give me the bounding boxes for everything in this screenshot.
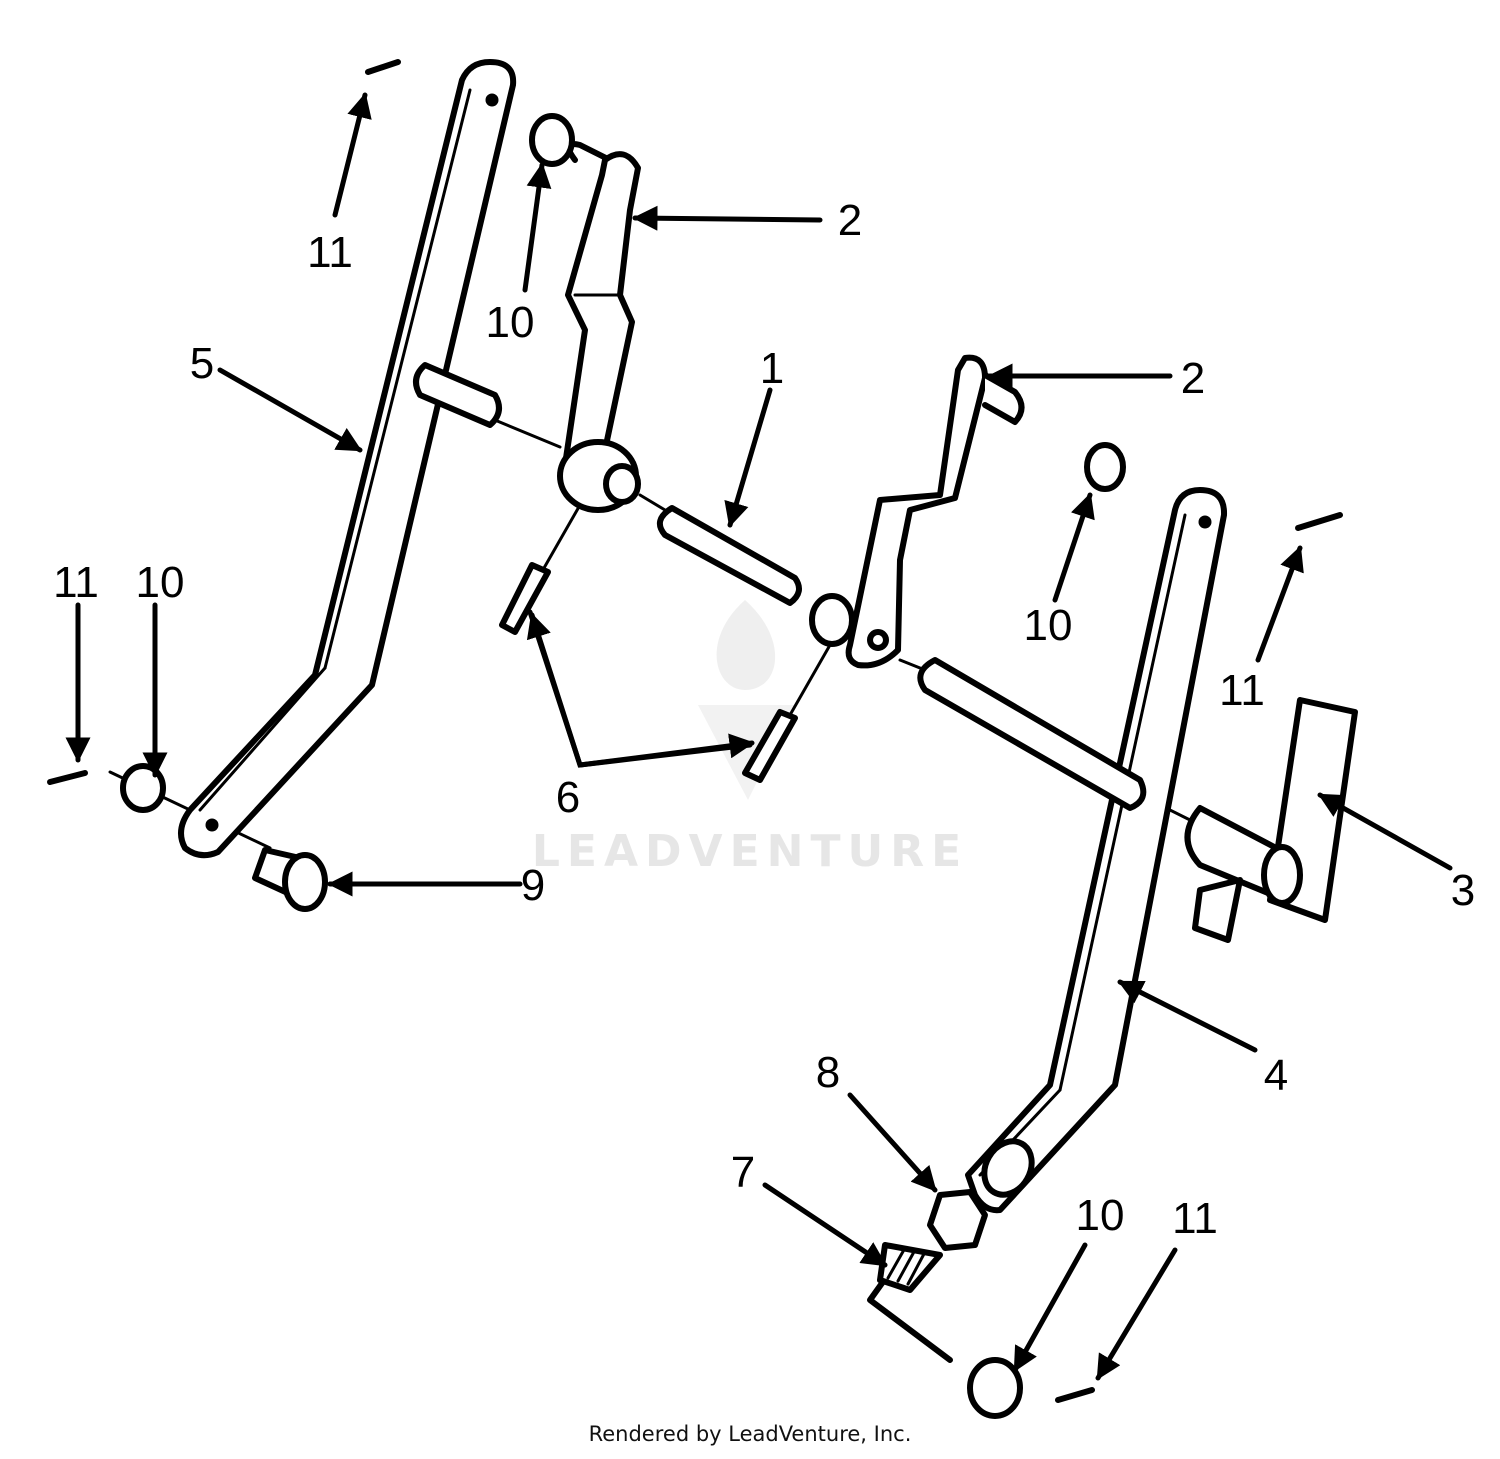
part-8-nut [927, 1189, 988, 1251]
long-cross-rod [917, 657, 1147, 811]
washer-top [529, 113, 575, 167]
part-2-crank-lever-lower [809, 354, 1025, 669]
callout-11-bottom: 11 [1172, 1194, 1218, 1243]
callout-5: 5 [190, 339, 214, 388]
washer-bottom [967, 1357, 1023, 1419]
short-cross-rod [413, 362, 502, 428]
part-2-crank-lever-upper [557, 141, 641, 513]
leadventure-watermark: LEADVENTURE [532, 600, 968, 877]
part-9-clevis-pin [252, 847, 328, 912]
cotter-top [365, 59, 401, 75]
callout-10-bottom: 10 [1076, 1191, 1125, 1240]
callout-labels: 11 10 2 5 1 2 10 11 3 11 10 6 9 4 8 7 10… [53, 196, 1475, 1243]
callout-6: 6 [556, 773, 580, 822]
callout-11-top: 11 [307, 228, 353, 277]
callout-2-upper: 2 [838, 196, 862, 245]
callout-10-right: 10 [1024, 601, 1073, 650]
washer-right [1084, 442, 1126, 492]
part-7-latch-rod [867, 1242, 953, 1363]
callout-9: 9 [521, 861, 545, 910]
watermark-text: LEADVENTURE [532, 826, 968, 877]
part-11-cotter-pins [47, 59, 1343, 1403]
part-4-right-lift-arm [965, 487, 1228, 1214]
cotter-right [1295, 512, 1343, 531]
part-3-tee-block [1184, 697, 1358, 943]
callout-8: 8 [816, 1048, 840, 1097]
rendered-by-credit: Rendered by LeadVenture, Inc. [588, 1422, 912, 1446]
cotter-bottom [1055, 1387, 1095, 1403]
callout-7: 7 [731, 1148, 755, 1197]
part-1-cross-rod [656, 505, 802, 606]
callout-2-lower: 2 [1181, 354, 1205, 403]
cotter-left [47, 770, 88, 785]
leader-arrows [65, 92, 1453, 1381]
callout-3: 3 [1451, 866, 1475, 915]
callout-11-left: 11 [53, 558, 99, 607]
part-5-left-lift-arm [178, 59, 517, 859]
part-6-roll-pins [499, 562, 798, 783]
callout-11-right: 11 [1219, 666, 1265, 715]
callout-4: 4 [1264, 1051, 1288, 1100]
callout-10-top: 10 [486, 298, 535, 347]
callout-1: 1 [760, 344, 784, 393]
callout-10-left: 10 [136, 558, 185, 607]
watermark-flame-icon [716, 600, 776, 690]
